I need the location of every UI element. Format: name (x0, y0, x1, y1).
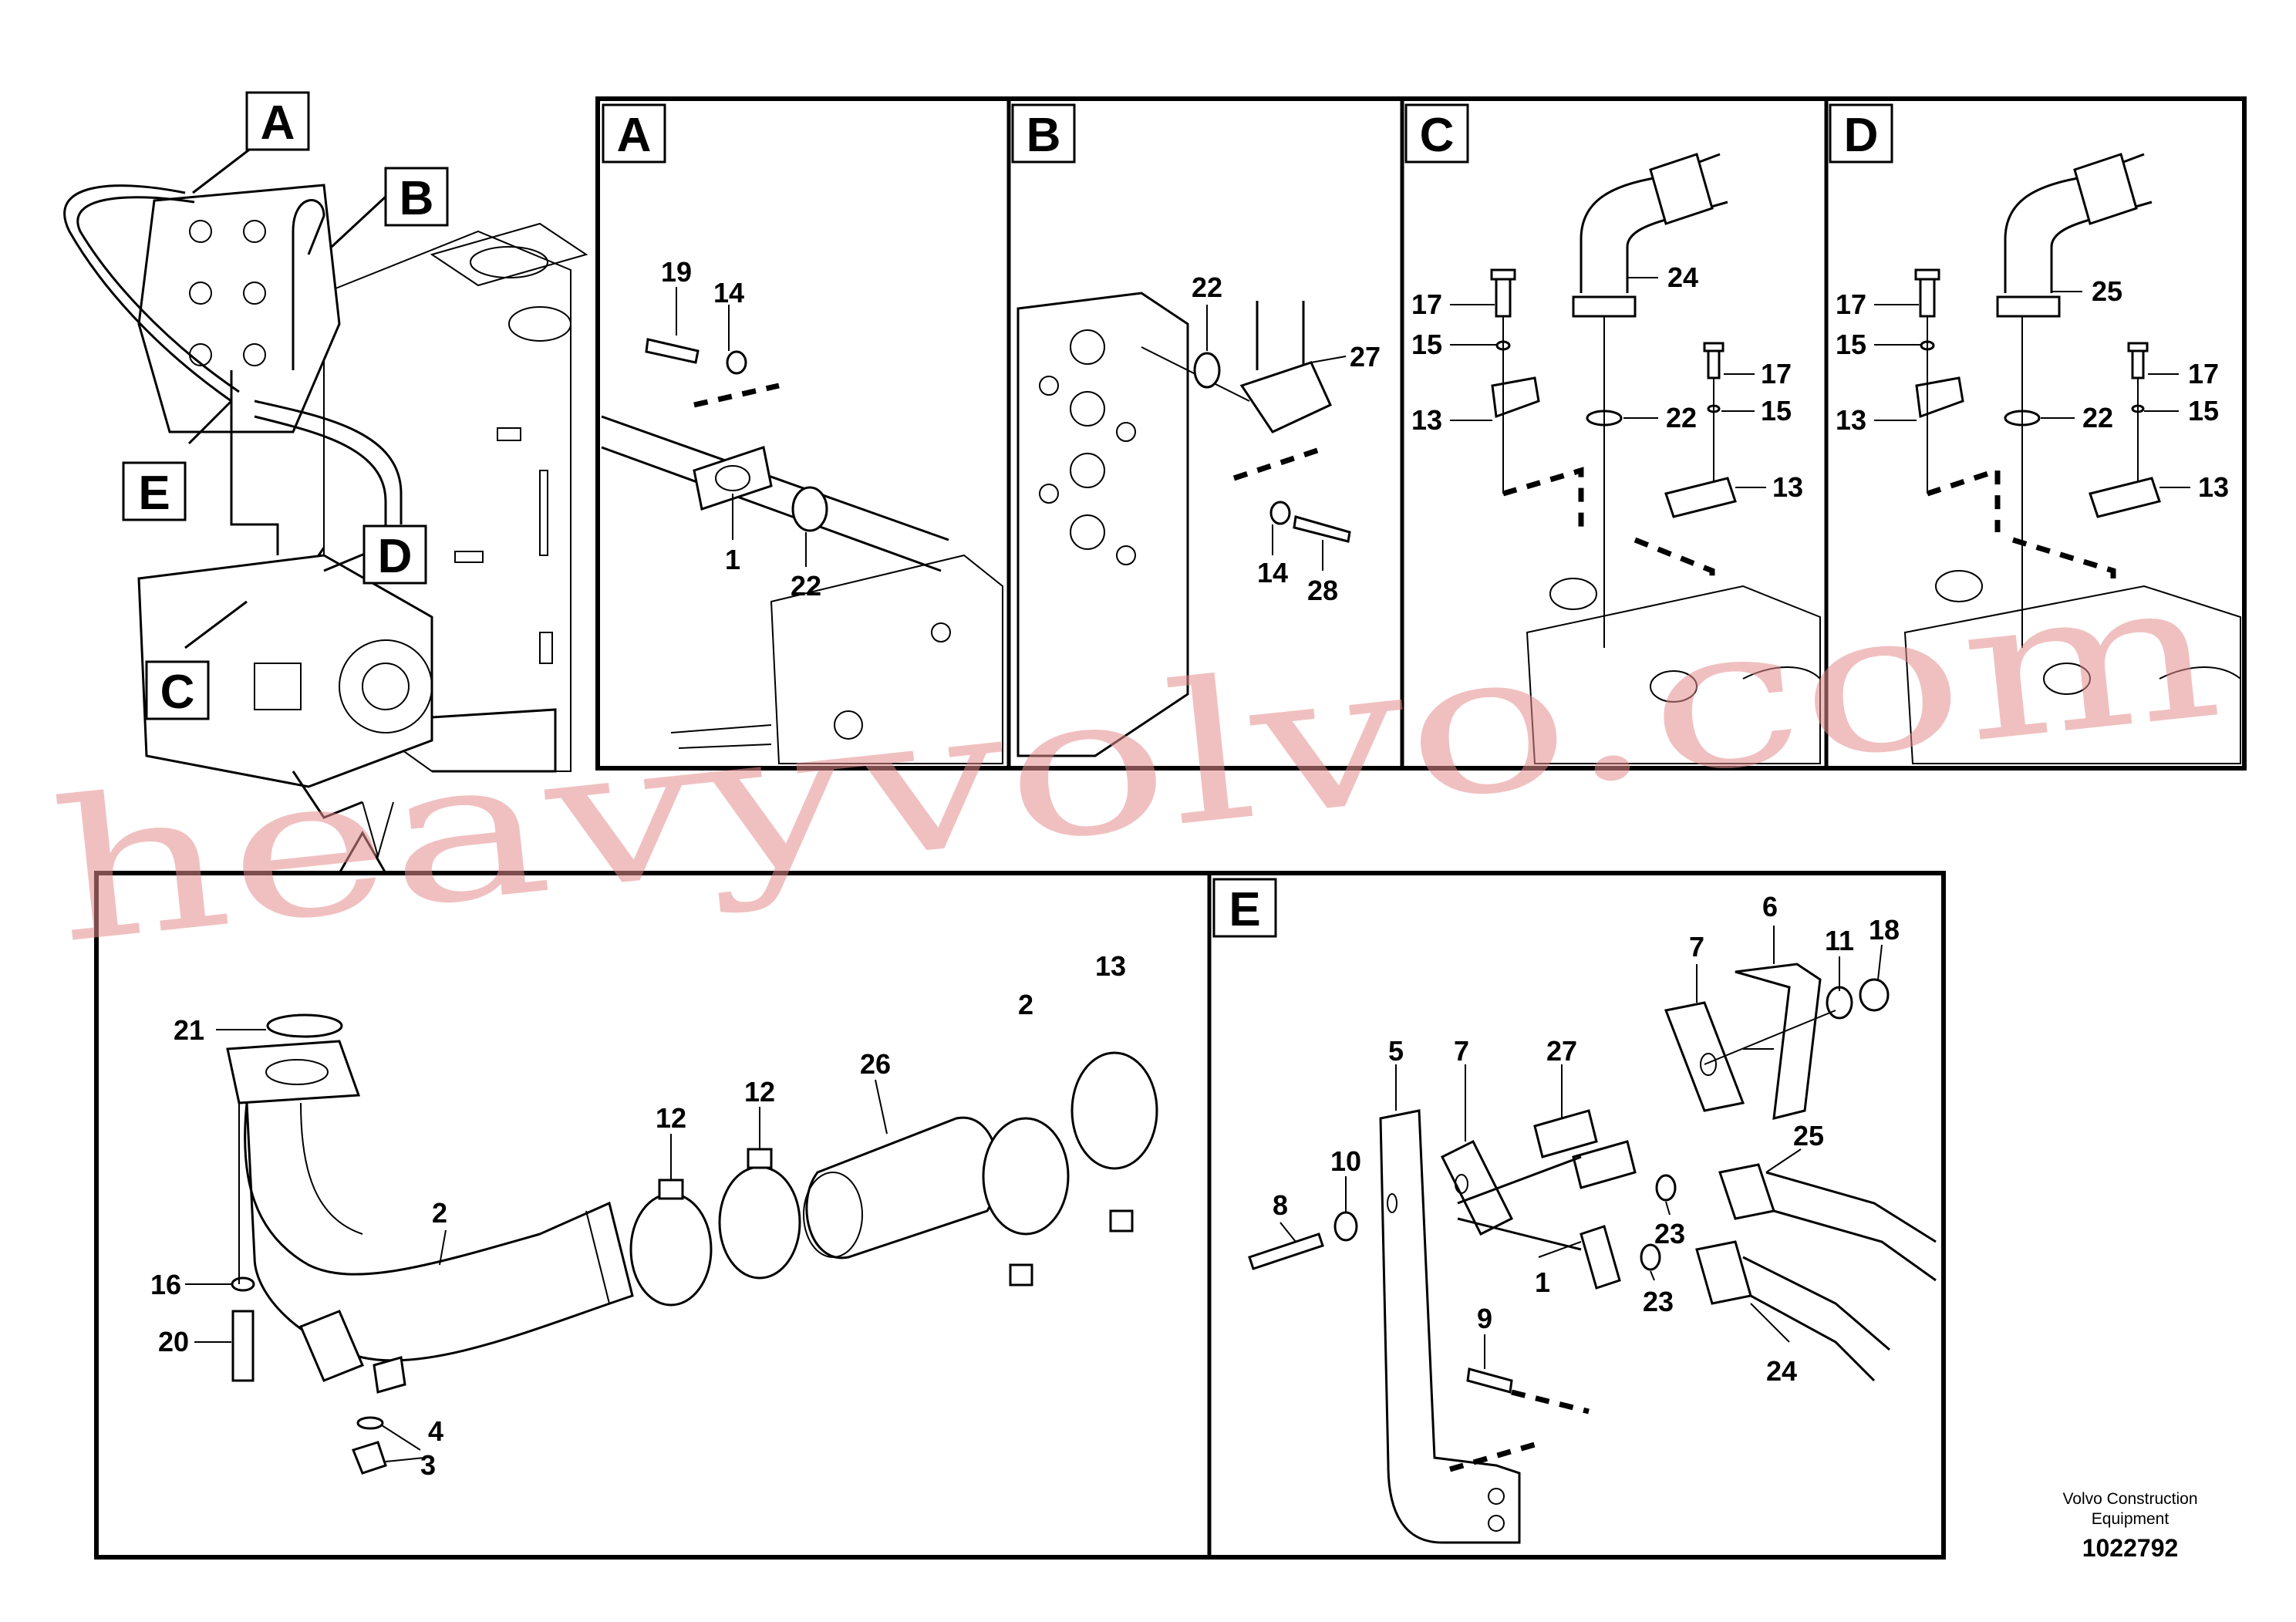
panel-c-label-15a: 15 (1411, 329, 1442, 360)
panel-d: D 17 15 13 25 22 17 15 (1829, 103, 2241, 764)
panel-d-label-25: 25 (2092, 275, 2122, 307)
panel-c-label-13b: 13 (1772, 471, 1803, 503)
panel-d-label-17b: 17 (2188, 358, 2219, 389)
panel-d-label-22: 22 (2082, 402, 2113, 433)
panel-c-label-22: 22 (1666, 402, 1697, 433)
footer: Volvo Construction Equipment 1022792 (2062, 1490, 2197, 1562)
panel-b-label-27: 27 (1350, 341, 1381, 373)
panel-d-label-13a: 13 (1836, 404, 1866, 436)
panel-e-label-7b: 7 (1454, 1035, 1469, 1067)
label-4: 4 (428, 1415, 443, 1447)
panel-c-label-13a: 13 (1411, 404, 1442, 436)
panel-a: A 19 14 1 22 (601, 103, 1003, 764)
label-16: 16 (150, 1269, 181, 1300)
panel-d-letter: D (1844, 109, 1879, 162)
panel-b-label-14: 14 (1257, 557, 1288, 588)
panel-a-letter: A (617, 109, 652, 162)
panel-bottom-left: 21 2 16 20 4 3 12 12 26 2 13 (150, 950, 1158, 1481)
panel-c-label-17b: 17 (1761, 358, 1792, 389)
callout-c-letter: C (160, 666, 195, 719)
panel-e-label-25: 25 (1793, 1120, 1824, 1152)
panel-d-label-15a: 15 (1836, 329, 1866, 360)
callout-d-letter: D (378, 530, 413, 583)
panel-e-label-23a: 23 (1654, 1218, 1685, 1249)
panel-a-label-22: 22 (791, 570, 821, 602)
panel-a-label-14: 14 (713, 277, 744, 309)
footer-company: Volvo Construction (2062, 1490, 2197, 1508)
label-26: 26 (860, 1048, 891, 1080)
panel-b-letter: B (1027, 109, 1061, 162)
panel-b-label-22: 22 (1192, 271, 1222, 303)
panel-e-letter: E (1229, 883, 1260, 936)
panel-e-label-8: 8 (1273, 1189, 1288, 1221)
panel-d-label-17a: 17 (1836, 288, 1866, 320)
panel-e-label-27: 27 (1546, 1035, 1577, 1067)
panel-e-label-5: 5 (1388, 1035, 1404, 1067)
panel-e-label-7a: 7 (1689, 931, 1704, 963)
label-21: 21 (174, 1014, 204, 1046)
callout-b-letter: B (400, 172, 434, 225)
footer-drawing-number: 1022792 (2082, 1534, 2179, 1562)
panel-e-label-6: 6 (1762, 891, 1778, 922)
callout-e-letter: E (138, 467, 170, 520)
panel-a-label-1: 1 (725, 544, 740, 575)
panel-e-label-18: 18 (1869, 914, 1900, 946)
label-2: 2 (432, 1197, 447, 1229)
label-12a: 12 (656, 1102, 686, 1134)
panel-d-label-15b: 15 (2188, 395, 2219, 427)
label-2b: 2 (1018, 989, 1033, 1020)
callout-e: E (122, 461, 187, 521)
label-3: 3 (420, 1449, 436, 1481)
label-20: 20 (158, 1326, 189, 1357)
callout-a-letter: A (261, 96, 295, 150)
footer-company-line2: Equipment (2092, 1510, 2170, 1528)
panel-e-label-1: 1 (1535, 1266, 1550, 1298)
overview-illustration (63, 141, 588, 859)
top-panels-frame (595, 96, 2247, 771)
label-13: 13 (1095, 950, 1126, 982)
panel-c-label-24: 24 (1667, 261, 1698, 293)
panel-c-label-17a: 17 (1411, 288, 1442, 320)
callout-d: D (362, 524, 427, 585)
panel-b-label-28: 28 (1307, 575, 1338, 606)
panel-e: E (1212, 878, 1937, 1544)
panel-c: C 17 15 13 (1404, 103, 1821, 764)
panel-e-label-10: 10 (1330, 1145, 1361, 1177)
callout-c: C (145, 660, 210, 720)
panel-e-label-23b: 23 (1643, 1286, 1674, 1317)
callout-a: A (245, 91, 310, 151)
label-12b: 12 (744, 1076, 775, 1108)
panel-c-label-15b: 15 (1761, 395, 1792, 427)
panel-e-label-24: 24 (1766, 1355, 1797, 1387)
panel-e-label-11: 11 (1825, 925, 1854, 956)
bottom-panels-frame (94, 871, 1946, 1560)
panel-e-label-9: 9 (1477, 1303, 1492, 1334)
callout-b: B (384, 167, 449, 227)
panel-d-label-13b: 13 (2198, 471, 2229, 503)
panel-a-label-19: 19 (661, 256, 692, 288)
panel-c-letter: C (1420, 109, 1455, 162)
panel-b: B 22 27 14 28 (1011, 103, 1381, 757)
